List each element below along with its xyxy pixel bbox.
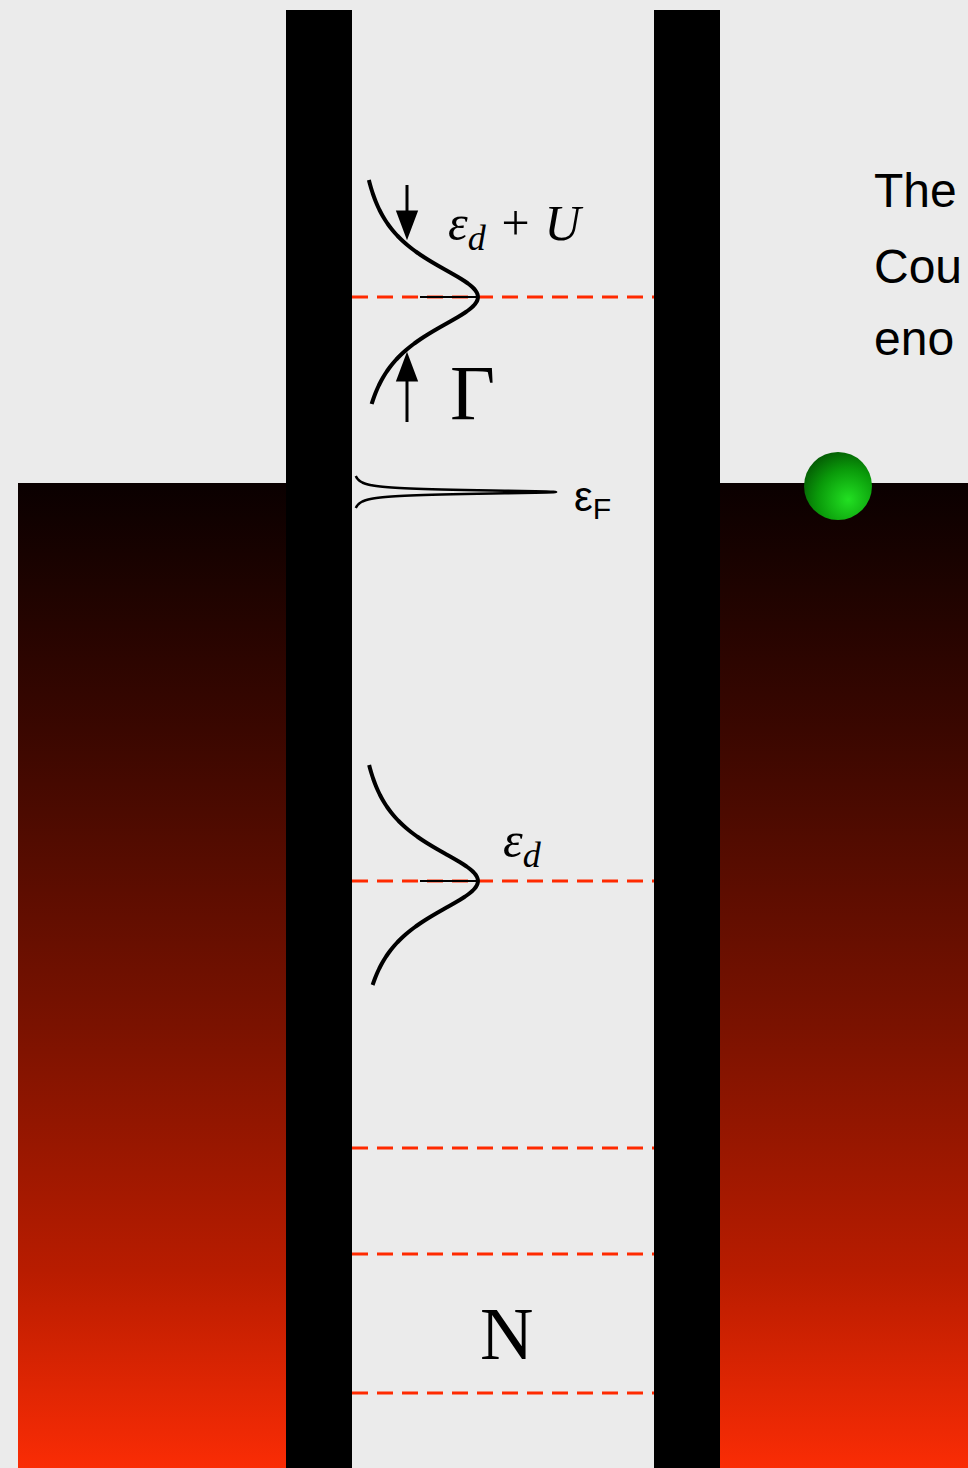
level-label: εd + U (448, 198, 581, 248)
note-text: eno (874, 315, 954, 363)
width-label: Γ (450, 354, 495, 432)
note-text: Cou (874, 243, 962, 291)
width-arrows (398, 185, 416, 422)
level-label: εd (503, 815, 541, 865)
right-lead (719, 483, 968, 1468)
kondo-peak (356, 476, 556, 508)
left-barrier (286, 10, 352, 1468)
note-text: The (874, 167, 957, 215)
fermi-label: εF (574, 476, 611, 518)
charge-label: N (480, 1297, 533, 1371)
dot-levels (352, 297, 654, 1393)
lower-peak (369, 765, 478, 985)
spectral-peaks (356, 180, 556, 985)
right-barrier (654, 10, 720, 1468)
electron-ball (804, 452, 872, 520)
left-lead (18, 483, 288, 1468)
